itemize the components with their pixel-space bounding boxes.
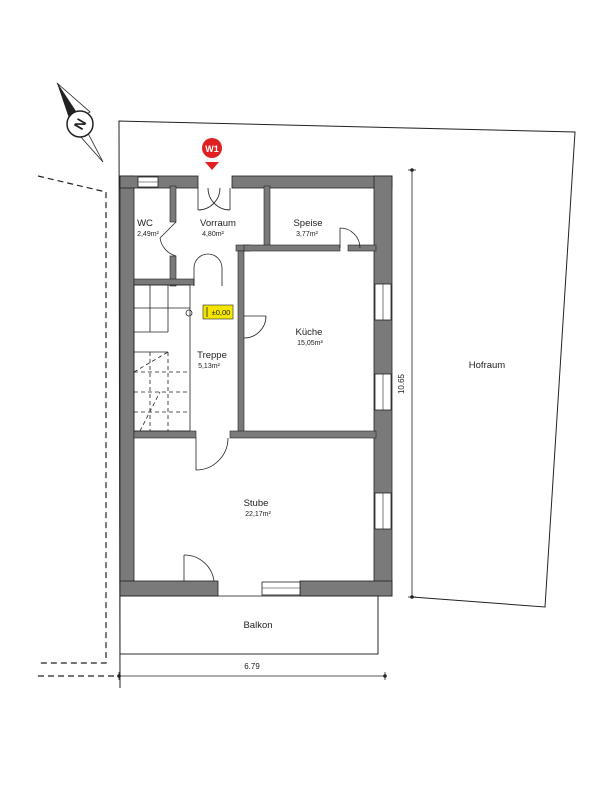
room-area-treppe: 5,13m² [198,363,220,370]
room-name-treppe: Treppe [197,350,227,361]
room-name-kueche: Küche [296,327,323,338]
room-name-vorraum: Vorraum [200,218,236,229]
stairs-dashed [133,351,190,432]
level-tag: ±0,00 [202,304,234,320]
room-name-hofraum: Hofraum [469,360,506,371]
north-arrow-icon: N [56,82,104,163]
level-value: ±0,00 [212,308,231,317]
room-area-stube: 22,17m² [245,511,271,518]
room-area-speise: 3,77m² [296,231,318,238]
room-name-wc: WC [137,218,153,229]
dimension-height: 10.65 [397,373,406,394]
interior-walls [133,185,377,439]
dimension-ticks [117,168,414,678]
exterior-walls [119,175,393,597]
site-boundary [118,120,576,689]
balcony [119,595,379,655]
room-area-kueche: 15,05m² [297,340,323,347]
room-labels: WC 2,49m² Vorraum 4,80m² Speise 3,77m² K… [137,218,505,631]
dimension-width: 6.79 [244,662,260,671]
neighbour-outline-dashed [37,175,107,664]
room-area-wc: 2,49m² [137,231,159,238]
doors [159,187,361,582]
room-name-stube: Stube [244,498,269,509]
window-lines [138,181,384,589]
room-area-vorraum: 4,80m² [202,231,224,238]
room-name-speise: Speise [293,218,322,229]
marker-label: W1 [205,144,219,154]
stairs [133,284,193,432]
room-name-balkon: Balkon [243,620,272,631]
entrance-marker-icon: W1 [202,138,222,170]
